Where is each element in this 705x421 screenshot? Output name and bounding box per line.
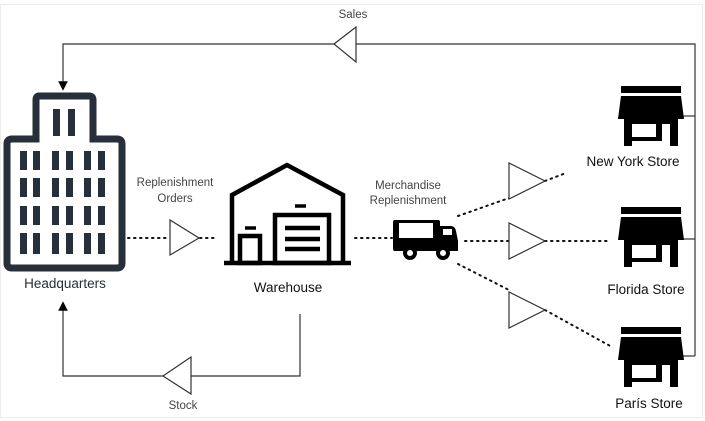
truck-to-paris-line-b (544, 309, 613, 348)
merchandise-replenishment-label-line2: Replenishment (369, 195, 447, 207)
warehouse-icon (224, 162, 351, 266)
store-label-florida: Florida Store (607, 282, 685, 297)
stock-flow-arrow-icon (161, 355, 192, 396)
sales-line (58, 43, 696, 116)
stock-flow-label: Stock (168, 400, 198, 412)
warehouse-label: Warehouse (253, 280, 323, 295)
diagram-frame (0, 4, 703, 418)
delivery-truck-icon (393, 220, 458, 260)
store-label-paris: París Store (615, 396, 683, 411)
sales-flow-label: Sales (338, 9, 368, 21)
store-icon-newyork (618, 86, 684, 146)
store-icon-florida (618, 207, 684, 267)
merchandise-flow (457, 172, 613, 348)
sales-flow (58, 25, 696, 357)
replenishment-orders-label-line2: Orders (157, 193, 193, 205)
truck-to-paris-line-a (457, 263, 510, 291)
store-icon-paris (618, 327, 684, 387)
stock-flow (58, 301, 301, 396)
newyork-flow-arrow-icon (508, 162, 547, 200)
office-building-icon (3, 92, 126, 272)
replenishment-orders-label-line1: Replenishment (136, 177, 214, 189)
truck-to-newyork-line-a (457, 197, 510, 217)
florida-flow-arrow-icon (508, 222, 547, 260)
truck-to-newyork-line-b (544, 172, 567, 182)
sales-flow-arrow-icon (333, 25, 357, 64)
replenishment-orders-arrow-icon (169, 218, 201, 257)
merchandise-replenishment-label-line1: Merchandise (375, 180, 441, 192)
store-label-newyork: New York Store (586, 154, 680, 169)
headquarters-label: Headquarters (24, 276, 106, 291)
paris-flow-arrow-icon (508, 291, 547, 329)
